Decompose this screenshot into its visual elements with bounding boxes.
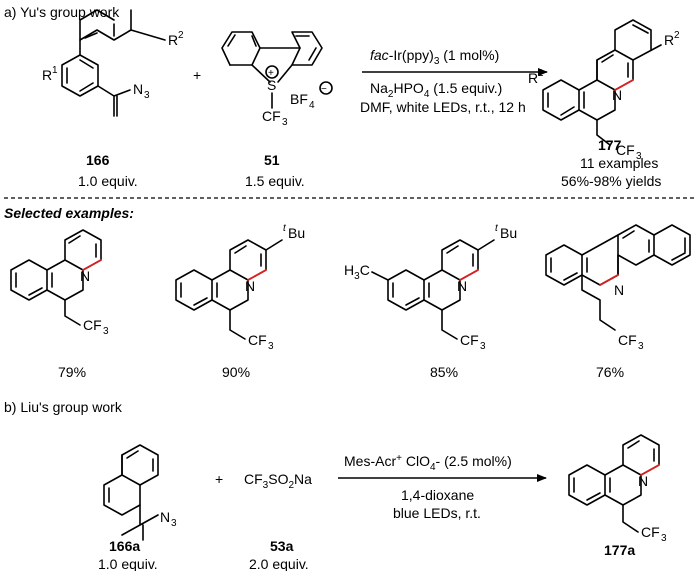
example-2-structure: N CF 3 t Bu [175,223,305,352]
compound-177-number: 177 [598,137,622,153]
selected-examples-heading: Selected examples: [4,205,134,221]
compound-166a-structure: N 3 [103,444,177,541]
example-1-n-label: N [80,268,90,284]
condition-b-solvent: 1,4-dioxane [401,487,474,503]
product-r2: R [664,32,674,48]
plus-sign-b: + [215,471,223,487]
example-2-tbu-bu: Bu [288,225,305,241]
compound-53a-number: 53a [270,538,294,554]
azide-b-label: N [160,509,170,525]
bf4-sub: 4 [309,100,315,111]
r1-label: R [42,67,52,83]
positive-charge-sign: + [268,68,274,79]
example-1-structure: N CF 3 [10,229,109,337]
positive-charge-icon [265,65,279,79]
example-4-yield: 76% [596,364,624,380]
compound-51-equiv: 1.5 equiv. [245,173,305,189]
product-r2-sup: 2 [674,30,680,41]
example-3-structure: N CF 3 t Bu H3C [344,223,517,352]
condition-base: Na2HPO4 (1.5 equiv.) [370,80,502,100]
azide-subscript: 3 [144,90,150,101]
example-2-cf3-sub: 3 [268,341,274,352]
product-r1-sup: 1 [538,68,544,79]
condition-b-light: blue LEDs, r.t. [393,505,481,521]
product-cf3: CF [616,142,635,158]
product-cf3-sub: 3 [636,151,642,162]
example-3-n-label: N [457,278,467,294]
example-4-cf3-sub: 3 [638,341,644,352]
compound-166-number: 166 [86,152,110,168]
product-n-label: N [612,87,622,103]
reagent-cf3so2na: CF3SO2Na [244,471,312,491]
example-2-cf3: CF [248,332,267,348]
example-4-cf3: CF [618,332,637,348]
azide-label: N [133,81,143,97]
compound-177-structure: N CF 3 R 1 R 2 [528,19,680,162]
example-3-tbu-t: t [495,223,499,234]
compound-51-structure: S + CF 3 BF 4 − [221,31,333,128]
example-3-h3c: H3C [344,262,370,282]
compound-166-structure: N 3 R 1 R 2 [42,9,184,117]
section-a-title: a) Yu's group work [4,4,120,20]
example-2-tbu-t: t [283,223,287,234]
product-b-n-label: N [638,473,648,489]
example-1-cf3: CF [83,317,102,333]
r1-superscript: 1 [52,65,58,76]
compound-166a-number: 166a [109,538,140,554]
example-3-cf3-sub: 3 [480,341,486,352]
negative-charge-icon [319,81,333,95]
compound-177a-structure: N CF 3 [568,434,667,544]
compound-166-equiv: 1.0 equiv. [78,173,138,189]
product-b-cf3-sub: 3 [661,533,667,544]
negative-charge-sign: − [321,84,327,95]
sulfur-label: S [267,77,276,93]
compound-177a-number: 177a [604,542,635,558]
example-4-structure: N CF 3 [545,224,691,352]
bf4-label: BF [290,91,308,107]
example-2-n-label: N [245,278,255,294]
condition-catalyst: fac-Ir(ppy)3 (1 mol%) [370,47,499,67]
example-3-cf3: CF [460,332,479,348]
example-1-cf3-sub: 3 [103,326,109,337]
example-2-yield: 90% [222,364,250,380]
azide-b-sub: 3 [171,518,177,529]
condition-solvent: DMF, white LEDs, r.t., 12 h [360,99,526,115]
reagent-cf3-sub: 3 [282,117,288,128]
section-b-title: b) Liu's group work [4,399,123,415]
product-r1: R [528,70,538,86]
r2-superscript: 2 [178,30,184,41]
product-yields: 56%-98% yields [561,173,661,189]
plus-sign-a: + [193,67,201,83]
example-4-n-label: N [614,282,624,298]
example-3-yield: 85% [430,364,458,380]
product-examples: 11 examples [580,155,658,171]
product-b-cf3: CF [641,524,660,540]
reagent-cf3: CF [262,108,281,124]
compound-166a-equiv: 1.0 equiv. [98,556,158,571]
example-3-tbu-bu: Bu [500,225,517,241]
r2-label: R [168,32,178,48]
compound-51-number: 51 [264,152,280,168]
compound-53a-equiv: 2.0 equiv. [249,556,309,571]
condition-b-catalyst: Mes-Acr+ ClO4- (2.5 mol%) [344,453,512,473]
example-1-yield: 79% [58,364,86,380]
